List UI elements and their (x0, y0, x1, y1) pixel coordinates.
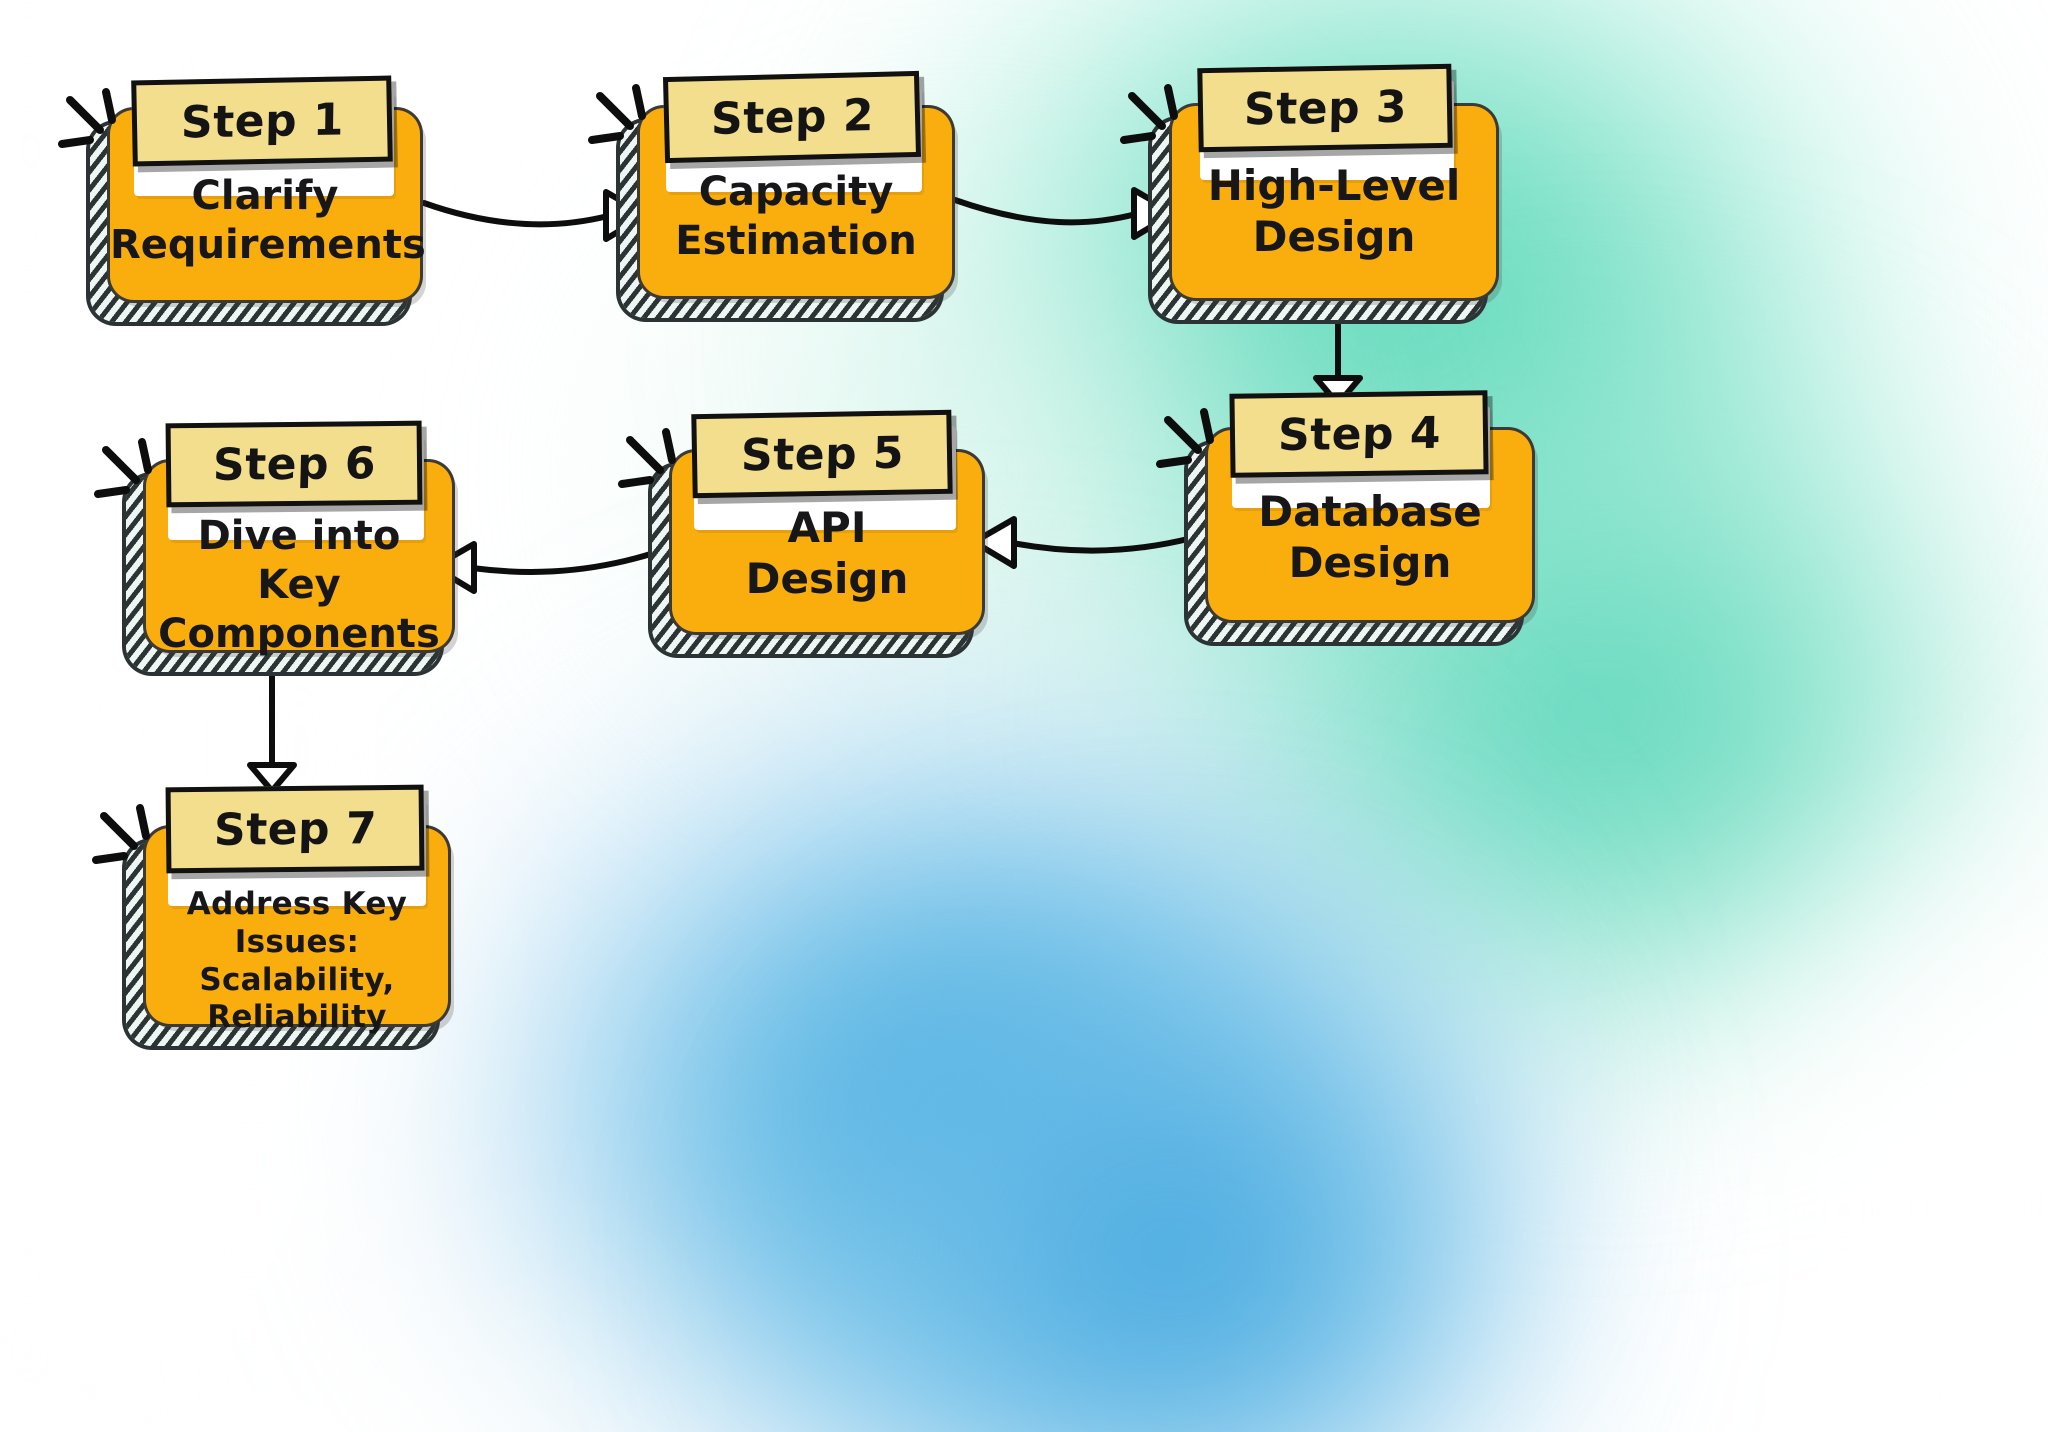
tab-step7[interactable]: Step 7 (165, 784, 425, 874)
node-step3[interactable]: Step 3 High-Level Design (1120, 63, 1496, 320)
tab-label-step1: Step 1 (180, 93, 344, 149)
tab-step4[interactable]: Step 4 (1229, 390, 1489, 478)
tab-label-step7: Step 7 (212, 802, 378, 856)
edge-step1-to-step2 (421, 189, 649, 242)
body-text-step1: Clarify Requirements (110, 173, 426, 268)
tab-label-step6: Step 6 (211, 437, 377, 491)
tab-step5[interactable]: Step 5 (691, 409, 953, 499)
tab-label-step4: Step 4 (1276, 407, 1442, 461)
body-text-step3: High-Level Design (1207, 161, 1461, 262)
tab-step2[interactable]: Step 2 (662, 70, 922, 164)
node-step7[interactable]: Step 7 Address Key Issues: Scalability, … (92, 784, 448, 1046)
background-wash-blue-core (760, 900, 1580, 1432)
tab-step6[interactable]: Step 6 (165, 420, 423, 508)
edge-step4-to-step5 (971, 516, 1195, 569)
body-text-step7: Address Key Issues: Scalability, Reliabi… (186, 886, 408, 1036)
node-step4[interactable]: Step 4 Database Design (1156, 390, 1532, 642)
tab-step3[interactable]: Step 3 (1197, 63, 1453, 153)
body-text-step5: API Design (745, 503, 909, 604)
node-step2[interactable]: Step 2 Capacity Estimation (588, 70, 952, 318)
node-step6[interactable]: Step 6 Dive into Key Components (94, 420, 452, 672)
tab-step1[interactable]: Step 1 (131, 75, 393, 167)
body-text-step2: Capacity Estimation (675, 169, 917, 264)
edge-step3-to-step4 (1313, 306, 1363, 407)
node-step5[interactable]: Step 5 API Design (618, 409, 982, 654)
edge-step5-to-step6 (431, 541, 657, 594)
body-text-step6: Dive into Key Components (158, 513, 440, 657)
edge-step6-to-step7 (247, 660, 297, 794)
edge-step2-to-step3 (952, 187, 1177, 240)
tab-label-step3: Step 3 (1243, 81, 1407, 135)
body-text-step4: Database Design (1258, 487, 1482, 588)
tab-label-step2: Step 2 (710, 89, 874, 145)
node-step1[interactable]: Step 1 Clarify Requirements (58, 75, 426, 322)
tab-label-step5: Step 5 (740, 427, 904, 481)
